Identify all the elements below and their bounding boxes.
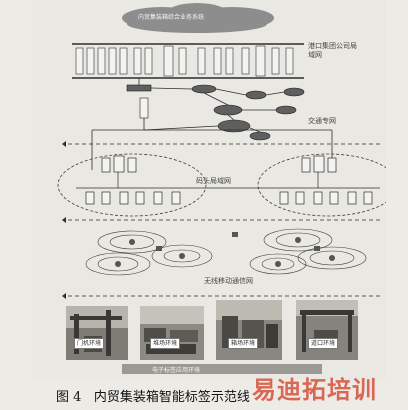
core-switches	[126, 84, 305, 141]
bottom-bar-label: 电子标签应用环境	[152, 367, 201, 374]
top-cloud	[122, 3, 274, 33]
figure-title: 内贸集装箱智能标签示范线	[93, 390, 250, 405]
container-yard-photo	[216, 300, 282, 360]
architecture-diagram: 内贸集装箱综合业务系统 港口集团公司局域网 交通专网 码头局域网 无线移动通信网	[32, 0, 386, 380]
env-label-container-yard: 箱场环境	[228, 338, 259, 349]
env-label-gate: 道口环境	[308, 338, 339, 349]
wireless-network-label: 无线移动通信网	[204, 277, 253, 285]
server-units	[75, 45, 294, 77]
section-dividers	[68, 143, 382, 297]
divider-arrows	[62, 141, 66, 299]
watermark: 易迪拓培训	[252, 364, 404, 408]
upper-links	[91, 78, 333, 170]
server-rack-row	[72, 43, 304, 79]
terminal-lan-devices	[76, 155, 380, 205]
terminal-lan-label: 码头局域网	[196, 177, 231, 185]
env-label-yard: 堆场环境	[150, 338, 181, 349]
watermark-text: 易迪拓培训	[252, 376, 377, 404]
figure-caption: 图 4 内贸集装箱智能标签示范线	[56, 386, 250, 405]
gantry-crane-photo	[66, 306, 128, 360]
group-lan-label: 港口集团公司局域网	[308, 42, 357, 59]
top-cloud-label: 内贸集装箱综合业务系统	[138, 14, 205, 21]
wireless-cloud	[85, 228, 367, 276]
terminal-lan-left	[57, 153, 207, 217]
gate-photo	[296, 300, 358, 360]
diagram-canvas	[57, 3, 386, 299]
yard-photo	[140, 306, 204, 360]
env-label-gantry: 门机环境	[74, 338, 105, 349]
wireless-nodes	[115, 232, 335, 267]
transport-network-label: 交通专网	[308, 117, 336, 125]
bottom-bar	[122, 364, 322, 374]
terminal-lan-right	[257, 153, 386, 217]
figure-number: 图 4	[56, 390, 82, 405]
